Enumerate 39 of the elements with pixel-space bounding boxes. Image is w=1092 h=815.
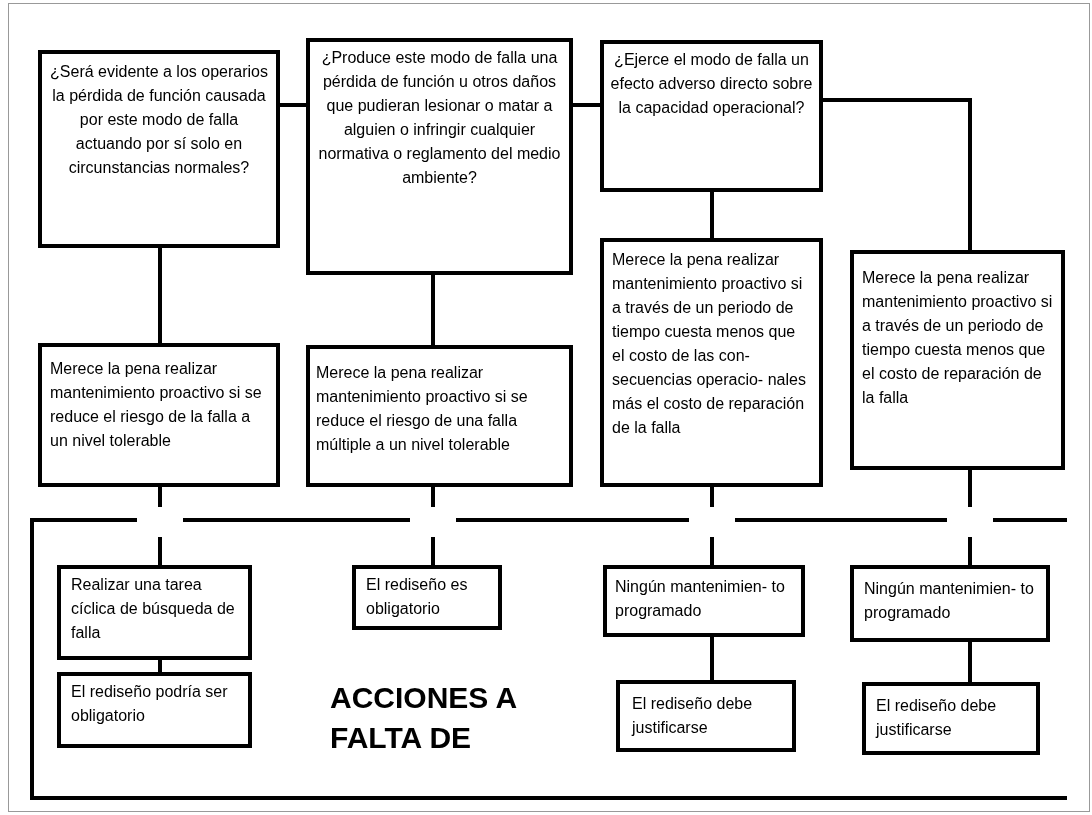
process-box xyxy=(57,672,252,748)
process-box xyxy=(850,565,1050,642)
process-box xyxy=(862,682,1040,755)
connector-line xyxy=(431,275,435,345)
box-text: Merece la pena realizar mantenimiento proactivo si se reduce el riesgo de la falla a un nivel tolerable xyxy=(50,359,263,451)
box-text: Merece la pena realizar mantenimiento proactivo si se reduce el riesgo de una falla múltiple a un nivel tolerable xyxy=(316,363,529,455)
box-text: El rediseño debe justificarse xyxy=(876,696,998,740)
process-box xyxy=(603,565,805,637)
box-text: El rediseño podría ser obligatorio xyxy=(71,682,229,726)
process-box xyxy=(57,565,252,660)
box-text: ¿Produce este modo de falla una pérdida de función u otros daños que pudieran lesionar o matar a alguien o infringir cualquier normativa o reglamento del medio ambiente? xyxy=(317,48,562,188)
box-text: ¿Ejerce el modo de falla un efecto adverso directo sobre la capacidad operacional? xyxy=(610,50,813,118)
process-box xyxy=(616,680,796,752)
connector-line xyxy=(823,98,972,250)
box-text: ¿Será evidente a los operarios la pérdida de función causada por este modo de falla actuando por sí solo en circunstancias normales? xyxy=(49,62,269,178)
process-box xyxy=(38,50,280,248)
box-text: El rediseño debe justificarse xyxy=(632,694,754,738)
box-text: Realizar una tarea cíclica de búsqueda de falla xyxy=(71,575,236,643)
process-box xyxy=(600,238,823,487)
process-box xyxy=(38,343,280,487)
process-box xyxy=(306,345,573,487)
process-box xyxy=(306,38,573,275)
connector-line xyxy=(710,637,714,680)
box-text: El rediseño es obligatorio xyxy=(366,575,469,619)
connector-line xyxy=(158,248,162,343)
connector-line xyxy=(158,660,162,672)
box-text: Ningún mantenimien- to programado xyxy=(864,579,1035,623)
connector-line xyxy=(968,642,972,682)
process-box xyxy=(600,40,823,192)
box-text: Ningún mantenimien- to programado xyxy=(615,577,786,621)
process-box xyxy=(850,250,1065,470)
connector-line xyxy=(573,103,600,107)
process-box xyxy=(352,565,502,630)
box-text: Merece la pena realizar mantenimiento proactivo si a través de un periodo de tiempo cuesta menos que el costo de las con- secuencias operacio- nales más el costo de reparación de la falla xyxy=(612,250,807,438)
actions-panel xyxy=(30,518,1067,800)
connector-line xyxy=(280,103,306,107)
connector-line xyxy=(710,192,714,238)
panel-title: ACCIONES A FALTA DE xyxy=(330,680,518,756)
box-text: Merece la pena realizar mantenimiento proactivo si a través de un periodo de tiempo cuesta menos que el costo de reparación de la falla xyxy=(862,268,1053,408)
